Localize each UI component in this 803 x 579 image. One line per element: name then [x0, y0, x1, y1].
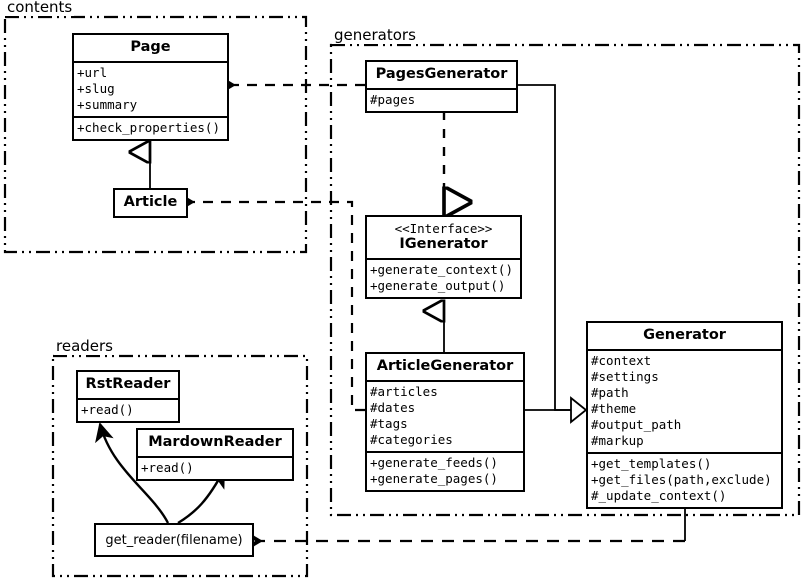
articlegenerator-attribute: #dates — [370, 400, 416, 415]
generators-package-label: generators — [332, 26, 418, 44]
get-reader-function-box[interactable]: get_reader(filename) — [94, 523, 254, 557]
generator-operation: +get_templates() — [591, 456, 712, 471]
dependency-articlegenerator-to-article — [191, 202, 365, 412]
articlegenerator-attribute: #articles — [370, 384, 438, 399]
generator-attributes: #context #settings #path #theme #output_… — [588, 349, 781, 452]
igenerator-operations: +generate_context() +generate_output() — [367, 258, 520, 297]
rstreader-operations: +read() — [78, 398, 178, 421]
articlegenerator-class[interactable]: ArticleGenerator #articles #dates #tags … — [365, 352, 525, 492]
mardownreader-operations: +read() — [138, 456, 292, 479]
articlegenerator-operation: +generate_feeds() — [370, 455, 498, 470]
rstreader-class-title: RstReader — [85, 376, 171, 392]
igenerator-operation: +generate_context() — [370, 262, 513, 277]
igenerator-class[interactable]: <<Interface>> IGenerator +generate_conte… — [365, 215, 522, 299]
page-attribute: +url — [77, 65, 108, 80]
generator-attribute: #context — [591, 353, 652, 368]
articlegenerator-class-title: ArticleGenerator — [376, 358, 514, 374]
mardownreader-operation: +read() — [141, 460, 194, 475]
article-class[interactable]: Article — [113, 188, 188, 218]
articlegenerator-operation: +generate_pages() — [370, 471, 498, 486]
igenerator-operation: +generate_output() — [370, 278, 506, 293]
generator-attribute: #path — [591, 385, 629, 400]
articlegenerator-operations: +generate_feeds() +generate_pages() — [367, 451, 523, 490]
page-attributes: +url +slug +summary — [74, 61, 227, 116]
generator-operation: +get_files(path,exclude) — [591, 472, 772, 487]
igenerator-class-title: IGenerator — [399, 236, 488, 252]
page-class[interactable]: Page +url +slug +summary +check_properti… — [72, 33, 229, 141]
generator-class-title: Generator — [643, 327, 726, 343]
pagesgenerator-attributes: #pages — [367, 88, 516, 111]
pagesgenerator-class[interactable]: PagesGenerator #pages — [365, 60, 518, 113]
igenerator-stereotype: <<Interface>> — [394, 221, 493, 236]
generator-attribute: #settings — [591, 369, 659, 384]
readers-package-label: readers — [54, 337, 115, 355]
mardownreader-class[interactable]: MardownReader +read() — [136, 428, 294, 481]
articlegenerator-attribute: #categories — [370, 432, 453, 447]
articlegenerator-attributes: #articles #dates #tags #categories — [367, 380, 523, 451]
generator-class[interactable]: Generator #context #settings #path #them… — [586, 321, 783, 509]
dependency-generator-to-get-reader — [259, 504, 686, 541]
contents-package-label: contents — [5, 0, 75, 16]
generator-operations: +get_templates() +get_files(path,exclude… — [588, 452, 781, 507]
get-reader-function-label: get_reader(filename) — [105, 532, 243, 548]
page-attribute: +slug — [77, 81, 115, 96]
generator-attribute: #theme — [591, 401, 637, 416]
page-attribute: +summary — [77, 97, 138, 112]
rstreader-operation: +read() — [81, 402, 134, 417]
rstreader-class[interactable]: RstReader +read() — [76, 370, 180, 423]
generator-attribute: #output_path — [591, 417, 682, 432]
page-operation: +check_properties() — [77, 120, 220, 135]
generalization-pagesgenerator-to-generator — [518, 84, 571, 411]
generator-operation: #_update_context() — [591, 488, 727, 503]
mardownreader-class-title: MardownReader — [148, 434, 282, 450]
articlegenerator-attribute: #tags — [370, 416, 408, 431]
page-operations: +check_properties() — [74, 116, 227, 139]
generator-attribute: #markup — [591, 433, 644, 448]
pagesgenerator-class-title: PagesGenerator — [375, 66, 508, 82]
page-class-title: Page — [130, 39, 171, 55]
pagesgenerator-attribute: #pages — [370, 92, 416, 107]
article-class-title: Article — [123, 194, 178, 210]
